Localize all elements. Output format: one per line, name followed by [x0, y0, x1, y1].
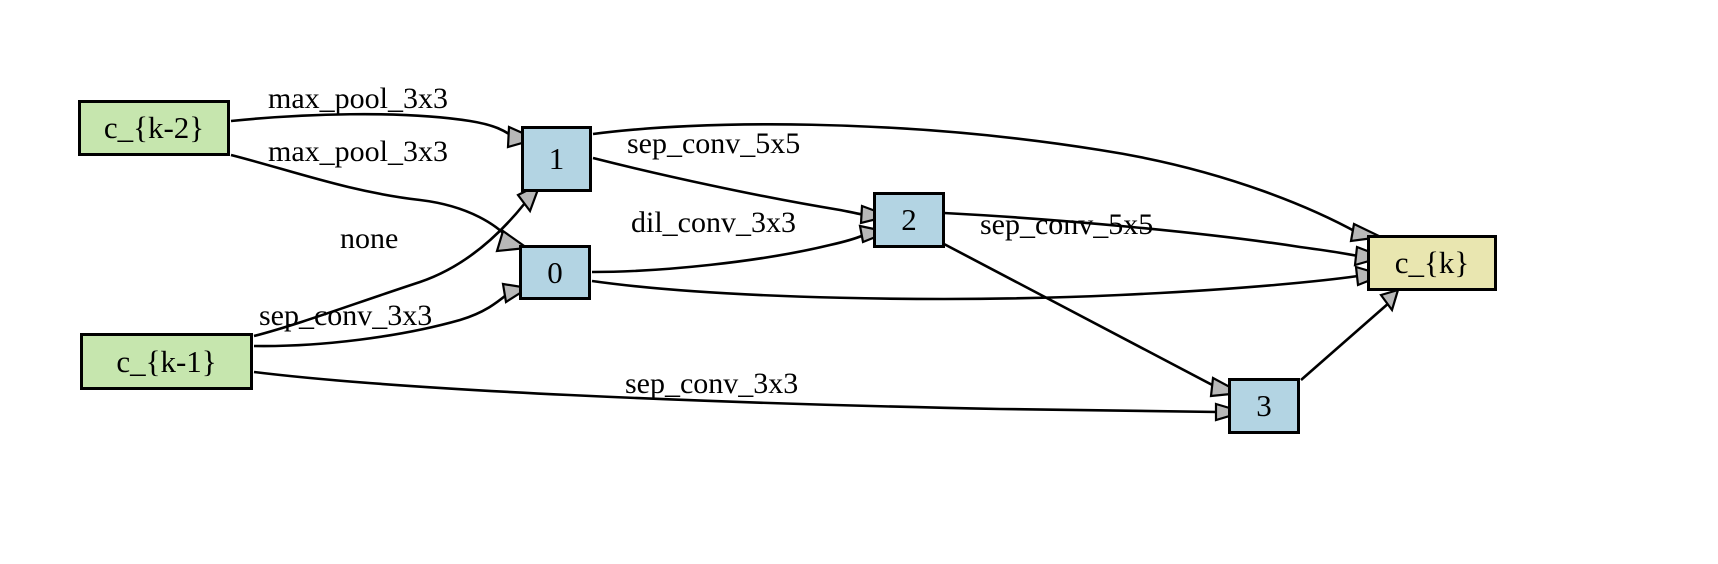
node-label: c_{k}	[1394, 245, 1470, 280]
node-2[interactable]: 2	[873, 192, 945, 248]
node-c-k-minus-2[interactable]: c_{k-2}	[78, 100, 230, 156]
node-label: 0	[547, 254, 563, 290]
edge-label-ck1-to-3: sep_conv_3x3	[625, 367, 799, 400]
node-label: 3	[1256, 388, 1272, 423]
edge-label-ck1-to-1: none	[340, 222, 399, 255]
node-label: c_{k-2}	[103, 110, 205, 145]
node-1[interactable]: 1	[521, 126, 592, 192]
edge-label-ck1-to-0: sep_conv_3x3	[259, 299, 433, 332]
node-3[interactable]: 3	[1228, 378, 1300, 434]
node-c-k[interactable]: c_{k}	[1367, 235, 1497, 291]
edge-label-1-to-2: sep_conv_5x5	[627, 127, 801, 160]
edge-label-ck2-to-0: max_pool_3x3	[268, 135, 448, 168]
edge-3-to-ck	[1300, 288, 1400, 381]
node-0[interactable]: 0	[519, 245, 591, 300]
edge-label-ck2-to-1: max_pool_3x3	[268, 82, 448, 115]
edge-0-to-ck	[591, 265, 1387, 301]
edge-2-to-3	[943, 242, 1245, 398]
edge-label-0-to-2: dil_conv_3x3	[631, 206, 796, 239]
edge-label-2-to-3: sep_conv_5x5	[980, 208, 1154, 241]
node-label: c_{k-1}	[116, 343, 217, 379]
node-label: 1	[548, 141, 565, 176]
node-label: 2	[901, 202, 917, 237]
node-c-k-minus-1[interactable]: c_{k-1}	[80, 333, 253, 390]
